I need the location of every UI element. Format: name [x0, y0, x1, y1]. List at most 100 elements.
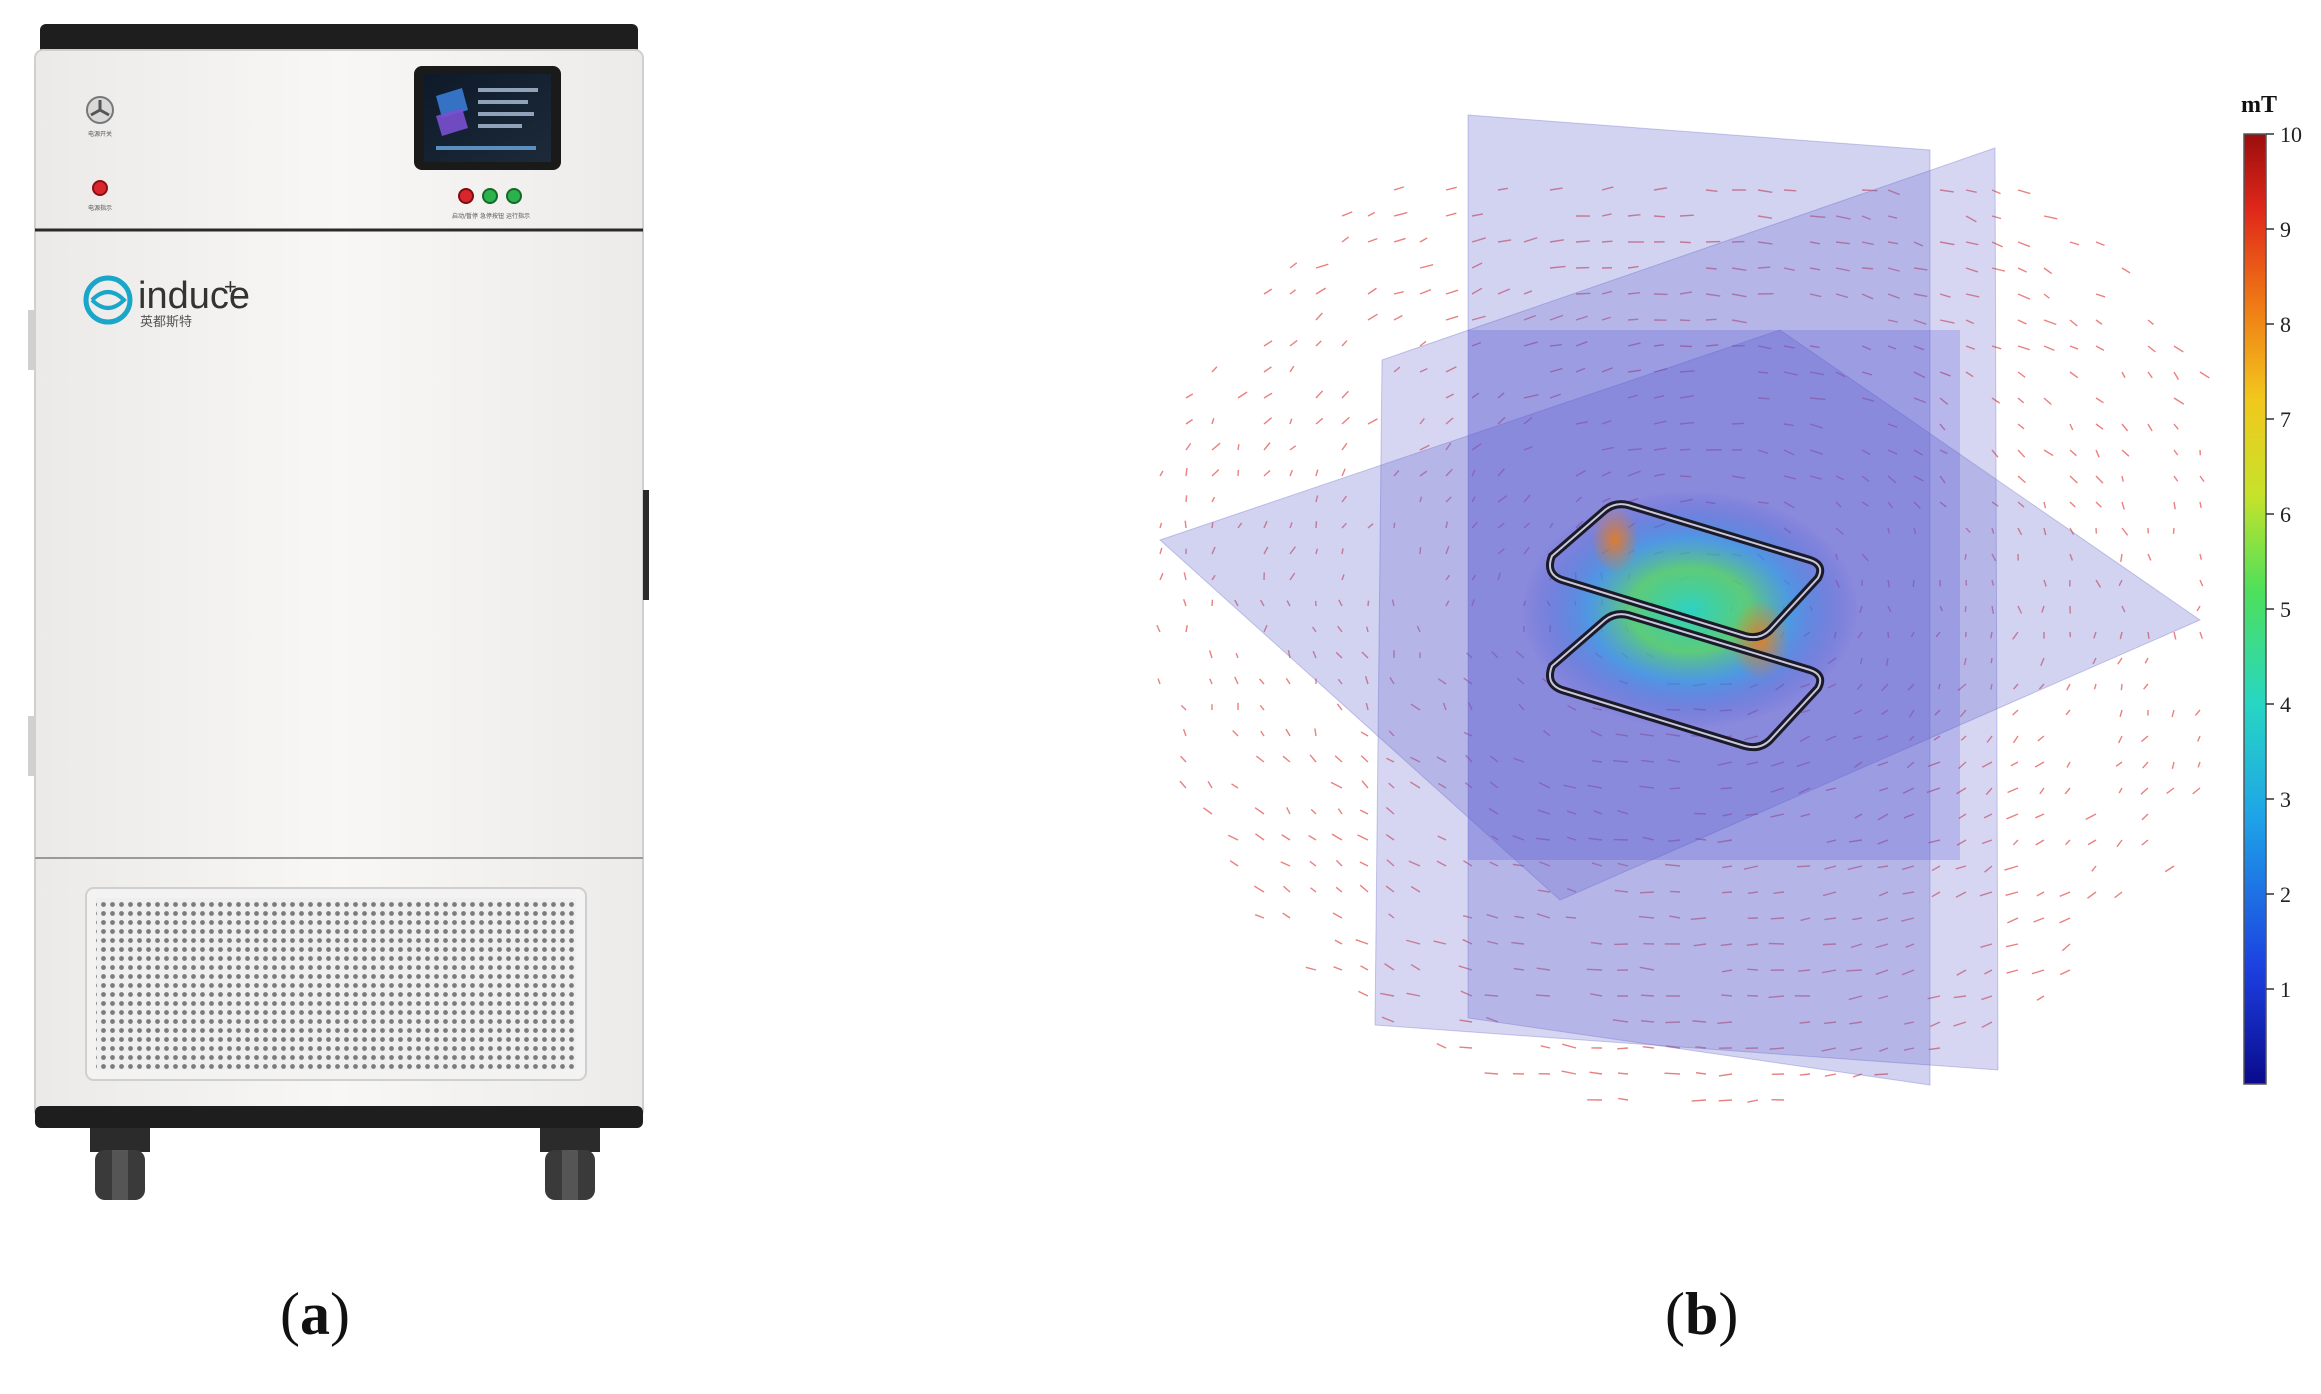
field-arrow — [1260, 705, 1264, 710]
field-arrow — [2122, 502, 2124, 509]
field-arrow — [1394, 238, 1406, 242]
field-arrow — [1360, 810, 1368, 814]
field-arrow — [2070, 346, 2078, 349]
field-arrow — [1254, 886, 1264, 892]
field-arrow — [1747, 1100, 1758, 1102]
field-arrow — [1290, 366, 1294, 372]
field-arrow — [1719, 1074, 1732, 1076]
field-arrow — [1358, 991, 1368, 996]
field-arrow — [1186, 468, 1187, 476]
field-arrow — [2004, 866, 2018, 870]
colorbar-tick-label: 2 — [2280, 882, 2291, 907]
field-arrow — [2013, 710, 2018, 715]
field-arrow — [2148, 346, 2155, 352]
panel-a-device: 电源开关 电源指示 启动/暂停 急停按钮 运行指示 — [0, 0, 700, 1389]
field-arrow — [2067, 762, 2070, 768]
field-arrow — [1316, 288, 1326, 294]
colorbar-tick-label: 8 — [2280, 312, 2291, 337]
button-label-2: 急停按钮 — [480, 212, 504, 220]
button-label-1: 启动/暂停 — [452, 212, 478, 220]
field-arrow — [2034, 918, 2044, 922]
field-arrow — [1186, 495, 1187, 502]
colorbar-tick-label: 5 — [2280, 597, 2291, 622]
field-arrow — [1342, 443, 1347, 450]
field-arrow — [2018, 372, 2025, 377]
colorbar-gradient — [2244, 134, 2266, 1084]
colorbar-tick-label: 1 — [2280, 977, 2291, 1002]
field-arrow — [1342, 341, 1347, 346]
stop-button — [483, 189, 497, 203]
field-arrow — [1283, 913, 1290, 918]
field-arrow — [2086, 814, 2096, 819]
field-arrow — [1236, 653, 1238, 658]
field-arrow — [1360, 862, 1368, 866]
field-arrow — [2096, 424, 2103, 429]
field-arrow — [1361, 756, 1368, 762]
field-arrow — [2018, 294, 2030, 299]
field-arrow — [1394, 213, 1407, 216]
field-arrow — [2070, 502, 2075, 507]
field-arrow — [2066, 840, 2070, 845]
field-arrow — [2096, 398, 2103, 403]
field-arrow — [2018, 242, 2030, 247]
field-arrow — [1290, 470, 1292, 476]
field-arrow — [1334, 967, 1342, 970]
field-arrow — [1287, 807, 1290, 814]
field-arrow — [1208, 781, 1212, 788]
field-arrow — [1337, 704, 1342, 710]
field-arrow — [1562, 1071, 1576, 1074]
field-arrow — [2018, 268, 2027, 272]
field-arrow — [2070, 372, 2078, 378]
field-arrow — [2096, 502, 2101, 507]
field-arrow — [2094, 684, 2096, 689]
field-arrow — [2167, 788, 2174, 793]
field-arrow — [2174, 502, 2175, 509]
field-arrow — [1446, 290, 1458, 294]
field-arrow — [1212, 443, 1220, 450]
fan-icon — [87, 97, 113, 123]
field-arrow — [2096, 294, 2105, 297]
field-arrow — [1420, 290, 1431, 294]
field-arrow — [2066, 710, 2070, 715]
field-arrow — [1336, 860, 1342, 866]
field-arrow — [2200, 476, 2204, 482]
colorbar-tick-label: 7 — [2280, 407, 2291, 432]
field-arrow — [2087, 892, 2096, 898]
field-arrow — [1212, 367, 1217, 372]
field-arrow — [2018, 450, 2025, 457]
field-arrow — [2007, 918, 2018, 923]
field-arrow — [1184, 572, 1186, 580]
field-arrow — [1394, 187, 1404, 190]
field-arrow — [2118, 658, 2122, 664]
field-arrow — [1360, 966, 1368, 970]
field-arrow — [2044, 216, 2057, 219]
field-arrow — [2018, 320, 2026, 324]
field-arrow — [1290, 446, 1296, 450]
field-arrow — [1255, 915, 1264, 918]
field-arrow — [1264, 367, 1271, 372]
field-arrow — [1157, 625, 1160, 632]
field-arrow — [2013, 840, 2018, 845]
field-arrow — [2195, 710, 2200, 715]
field-arrow — [2065, 788, 2070, 794]
touchscreen — [414, 66, 561, 170]
field-arrow — [2018, 346, 2030, 350]
field-arrow — [1316, 341, 1321, 346]
field-arrow — [2088, 840, 2096, 845]
field-arrow — [1541, 1046, 1550, 1048]
field-arrow — [1311, 809, 1316, 814]
field-arrow — [2044, 346, 2054, 350]
field-arrow — [1283, 886, 1290, 892]
field-arrow — [2092, 866, 2096, 871]
power-switch-label: 电源开关 — [88, 130, 112, 138]
field-arrow — [2174, 398, 2184, 404]
field-arrow — [1282, 835, 1290, 840]
caster-wheel-right — [540, 1128, 600, 1200]
field-arrow — [1356, 940, 1368, 944]
field-arrow — [2122, 450, 2129, 456]
field-arrow — [2044, 268, 2052, 274]
field-arrow — [2007, 970, 2018, 973]
field-arrow — [2173, 528, 2174, 534]
